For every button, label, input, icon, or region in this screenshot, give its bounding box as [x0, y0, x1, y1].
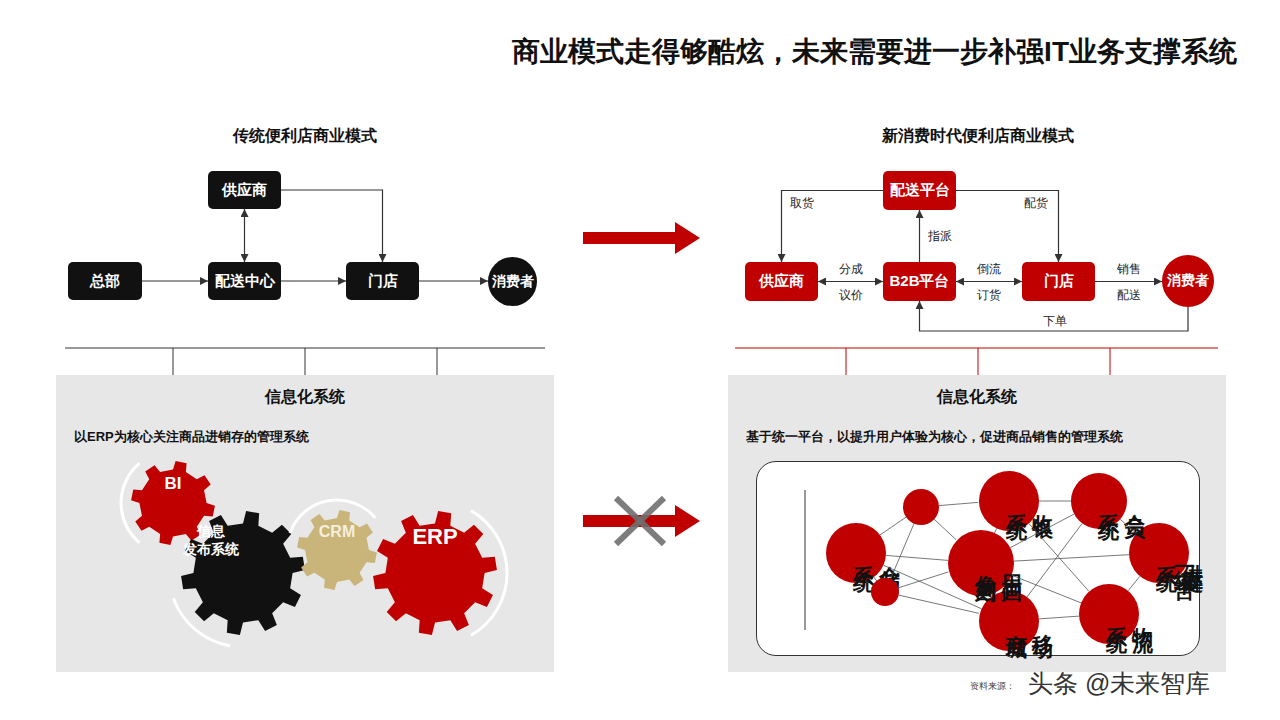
- node-body: 以ERP为核心关注商品进销存的管理系统: [74, 428, 309, 446]
- entity-box: 配送平台: [883, 171, 956, 210]
- blocked-arrow: [583, 505, 700, 537]
- section-heading: 新消费时代便利店商业模式: [882, 126, 1074, 147]
- right-bracket: [735, 348, 1218, 375]
- flow-arrow: [142, 280, 208, 281]
- node-title: 信息化系统: [728, 387, 1226, 408]
- system-panel: 信息化系统以ERP为核心关注商品进销存的管理系统 BI 信息 发布系统 CRMERP: [56, 375, 554, 672]
- transition-arrow: [583, 222, 700, 254]
- node-body: 基于统一平台，以提升用户体验为核心，促进商品销售的管理系统: [746, 428, 1123, 446]
- node-title: CRM: [297, 522, 377, 542]
- system-circle: 仓储 系统: [826, 523, 886, 583]
- flow-arrow: [1095, 281, 1162, 282]
- edge-label: 取货: [790, 195, 814, 212]
- gear-node: CRM: [297, 510, 377, 590]
- system-circle: 物流 系统: [1079, 584, 1139, 644]
- entity-box: 供应商: [208, 171, 281, 209]
- node-title: 配送中心: [215, 272, 275, 291]
- node-title: BI: [131, 473, 215, 494]
- flow-arrow: [281, 280, 346, 281]
- flow-arrow: [244, 209, 245, 262]
- node-title: 供应商: [759, 272, 804, 291]
- cross-mark: [616, 498, 664, 544]
- system-circle: 移动 商城: [979, 591, 1039, 651]
- gear-shape: [297, 510, 377, 590]
- entity-box: 供应商: [745, 262, 818, 301]
- entity-box: 门店: [1022, 262, 1095, 301]
- entity-box: 配送中心: [208, 262, 281, 300]
- node-title: 信息 发布系统: [181, 523, 241, 558]
- gear-node: 信息 发布系统: [181, 511, 305, 635]
- system-panel: 信息化系统基于统一平台，以提升用户体验为核心，促进商品销售的管理系统统一平台仓储…: [728, 375, 1226, 672]
- flow-arrow: [919, 210, 920, 262]
- flow-arrow: [956, 191, 1059, 263]
- edge-label: 销售 配送: [1116, 256, 1142, 308]
- flow-arrow: [920, 301, 1189, 331]
- section-heading: 传统便利店商业模式: [233, 126, 377, 147]
- node-title: 供应链 系统: [1141, 538, 1206, 568]
- node-title: 消费者: [492, 273, 534, 291]
- left-bracket: [65, 348, 545, 375]
- node-title: 用户画 像刻画: [960, 547, 1025, 580]
- edge-label: 指派: [928, 228, 952, 245]
- node-title: 供应商: [222, 181, 267, 200]
- node-title: 收银 系统: [991, 486, 1056, 516]
- edge-label: 配货: [1024, 195, 1048, 212]
- platform-box: 统一平台仓储 系统收银 系统会员 系统用户画 像刻画供应链 系统移动 商城物流 …: [756, 461, 1200, 656]
- node-title: 信息化系统: [56, 387, 554, 408]
- gear-node: ERP: [373, 511, 497, 635]
- node-title: B2B平台: [889, 272, 949, 291]
- page-title: 商业模式走得够酷炫，未来需要进一步补强IT业务支撑系统: [0, 33, 1237, 71]
- edge-label: 分成 议价: [838, 256, 864, 308]
- consumer-circle: 消费者: [488, 257, 537, 306]
- gear-outline: [373, 511, 497, 635]
- entity-box: B2B平台: [883, 262, 956, 301]
- edge-label: 倒流 订货: [976, 256, 1002, 308]
- system-circle: 用户画 像刻画: [948, 530, 1014, 596]
- source-note: 资料来源：: [970, 680, 1015, 693]
- node-title: 配送平台: [890, 181, 950, 200]
- system-circle: 供应链 系统: [1129, 523, 1189, 583]
- node-title: 物流 系统: [1091, 599, 1156, 629]
- gear-outline: [297, 510, 377, 590]
- system-circle: 会员 系统: [1071, 473, 1127, 529]
- flow-arrow: [782, 191, 884, 263]
- node-title: ERP: [373, 523, 497, 551]
- node-title: 移动 商城: [991, 606, 1056, 636]
- entity-box: 门店: [346, 262, 419, 300]
- node-title: 消费者: [1167, 272, 1209, 290]
- flow-arrow: [419, 280, 488, 281]
- flow-arrow: [956, 281, 1022, 282]
- node-title: 仓储 系统: [838, 538, 903, 568]
- flow-arrow: [818, 281, 883, 282]
- entity-box: 总部: [68, 262, 142, 300]
- edge-label: 下单: [1043, 313, 1067, 330]
- node-title: 会员 系统: [1083, 487, 1148, 515]
- consumer-circle: 消费者: [1162, 255, 1214, 307]
- system-circle: 收银 系统: [979, 471, 1039, 531]
- gear-outline: [181, 511, 305, 635]
- node-title: 门店: [368, 272, 398, 291]
- node-title: 门店: [1044, 272, 1074, 291]
- node-title: 总部: [90, 272, 120, 291]
- flow-arrow: [281, 190, 383, 262]
